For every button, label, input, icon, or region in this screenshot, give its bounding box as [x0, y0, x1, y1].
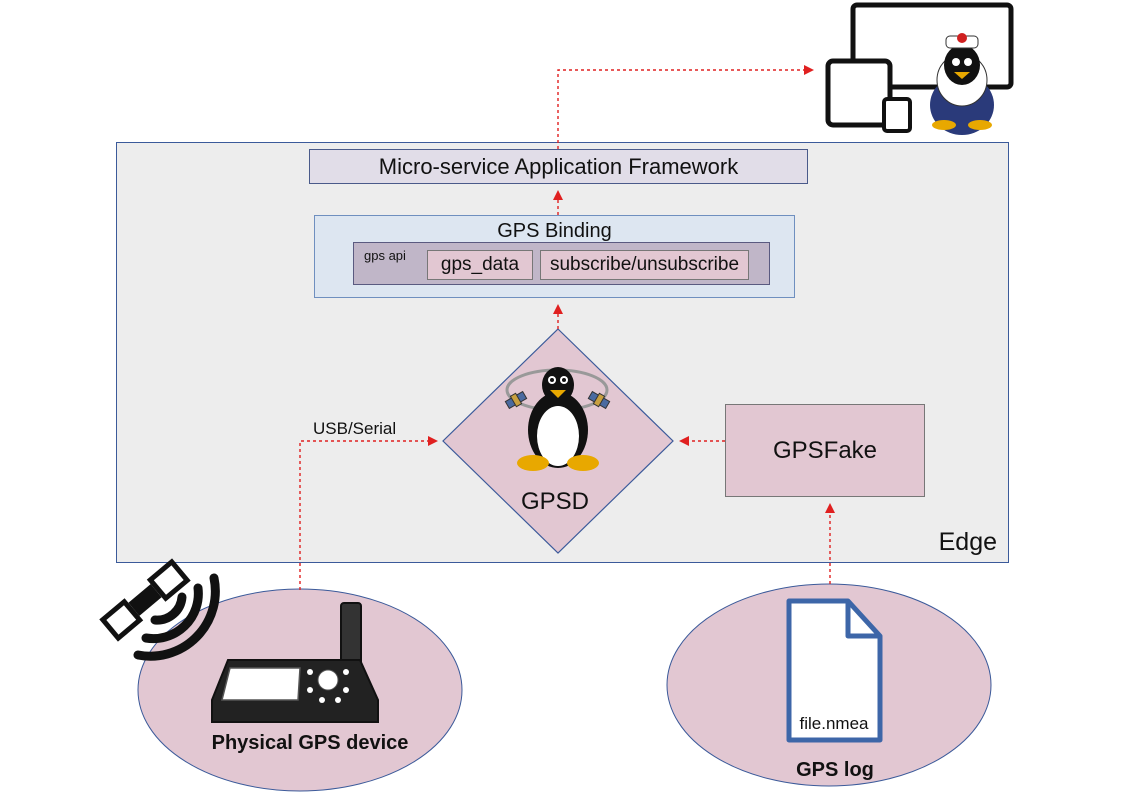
- verb-subscribe-unsubscribe: subscribe/unsubscribe: [540, 250, 749, 280]
- arrow-device-to-gpsd: [299, 436, 438, 590]
- gps-api-box: gps api gps_data subscribe/unsubscribe: [353, 242, 770, 285]
- gps-log-label: GPS log: [796, 759, 874, 781]
- arrow-framework-to-clients: [557, 65, 814, 149]
- edge-label: Edge: [938, 528, 997, 556]
- gpsfake-label: GPSFake: [772, 436, 878, 464]
- file-name-label: file.nmea: [799, 714, 869, 733]
- physical-gps-device-label: Physical GPS device: [211, 732, 409, 754]
- client-devices-icon: [825, 2, 1014, 135]
- gpsd-label: GPSD: [520, 488, 589, 515]
- gps-device-icon: [211, 602, 379, 723]
- file-icon: [786, 598, 883, 743]
- framework-label: Micro-service Application Framework: [378, 153, 739, 179]
- gpsfake-box: GPSFake: [725, 404, 925, 497]
- framework-box: Micro-service Application Framework: [309, 149, 808, 184]
- satellite-signal-icon: [99, 558, 220, 661]
- usb-serial-label: USB/Serial: [313, 419, 397, 438]
- sailor-tux-icon: [930, 33, 994, 135]
- gps-api-label: gps api: [364, 248, 406, 263]
- verb-gps-data: gps_data: [427, 250, 533, 280]
- gps-binding-title: GPS Binding: [497, 220, 612, 242]
- tux-satellite-icon: [504, 367, 611, 471]
